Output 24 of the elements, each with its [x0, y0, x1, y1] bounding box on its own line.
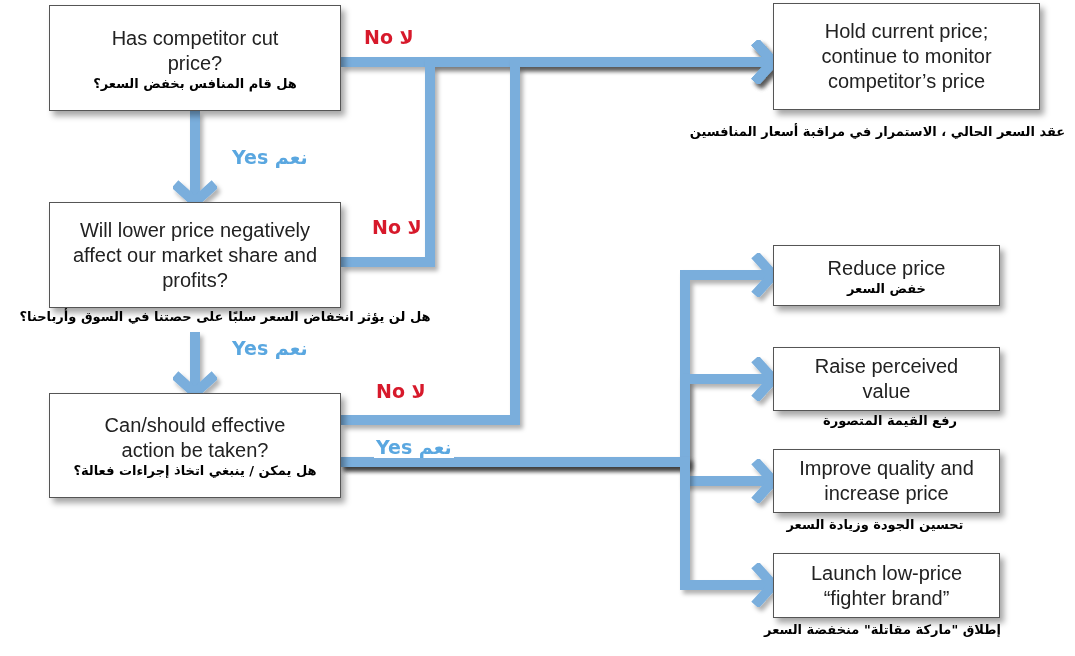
box-text: Hold current price; continue to monitor competitor’s price: [820, 19, 993, 94]
box-text: Raise perceived value: [813, 354, 960, 404]
arabic-translation: هل قام المنافس بخفض السعر؟: [93, 75, 297, 91]
process-box: [773, 449, 1000, 513]
box-text: Can/should effective action be taken?: [103, 413, 287, 463]
arabic-translation: تحسين الجودة وزيادة السعر: [785, 517, 965, 532]
arabic-translation: إطلاق "ماركة مقاتلة" منخفضة السعر: [762, 622, 1002, 637]
decision-box: [49, 5, 341, 111]
arabic-translation: عقد السعر الحالي ، الاستمرار في مراقبة أسعار المنافسين: [688, 124, 1067, 139]
process-box: [773, 347, 1000, 411]
process-box: [773, 3, 1040, 110]
box-text: Launch low-price “fighter brand”: [809, 560, 964, 611]
arabic-translation: خفض السعر: [847, 280, 926, 296]
box-text: Will lower price negatively affect our market share and profits?: [71, 217, 319, 293]
arabic-translation: هل لن يؤثر انخفاض السعر سلبًا على حصتنا في السوق وأرباحنا؟: [18, 309, 432, 324]
arabic-translation: هل يمكن / ينبغي اتخاذ إجراءات فعالة؟: [73, 463, 317, 478]
decision-box: [49, 393, 341, 498]
process-box: [773, 553, 1000, 618]
decision-box: [49, 202, 341, 308]
box-text: Has competitor cut price?: [110, 25, 280, 76]
process-box: [773, 245, 1000, 306]
box-text: Reduce price: [827, 255, 946, 281]
box-text: Improve quality and increase price: [798, 456, 975, 506]
arabic-translation: رفع القيمة المتصورة: [822, 413, 958, 428]
